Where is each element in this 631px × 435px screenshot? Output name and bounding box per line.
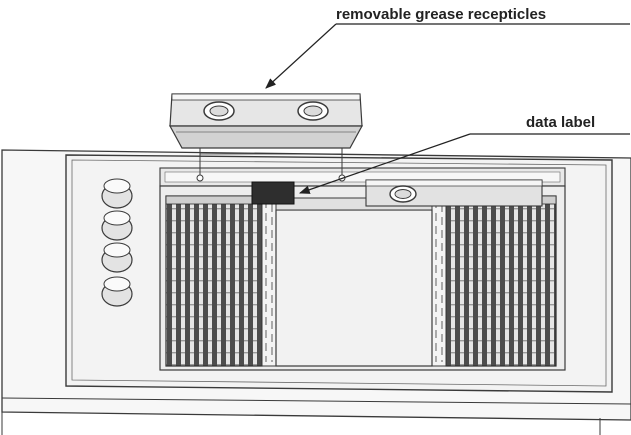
knob-icon bbox=[101, 178, 133, 209]
callout-leader-data-label bbox=[298, 133, 630, 194]
griddle-plate bbox=[275, 197, 433, 367]
receptacle-hole-icon bbox=[389, 185, 417, 203]
knob-icon bbox=[101, 242, 133, 273]
receptacle-hole-icon bbox=[203, 101, 235, 121]
knob-icon bbox=[101, 276, 133, 307]
callout-data-label: data label bbox=[526, 114, 596, 131]
receptacle-hole-icon bbox=[297, 101, 329, 121]
callout-grease-receptacles: removable grease recepticles bbox=[336, 6, 547, 23]
control-knobs bbox=[101, 178, 133, 307]
grease-receptacle-removed bbox=[168, 93, 364, 149]
grill-left bbox=[165, 195, 263, 367]
callout-leader-grease bbox=[265, 23, 630, 89]
data-label-plate bbox=[251, 181, 295, 205]
knob-icon bbox=[101, 210, 133, 241]
grease-receptacle-installed bbox=[365, 179, 543, 207]
chain-divider-left bbox=[261, 195, 277, 367]
chain-divider-right bbox=[431, 195, 447, 367]
grill-right bbox=[445, 195, 557, 367]
install-guide-lines bbox=[196, 148, 346, 182]
